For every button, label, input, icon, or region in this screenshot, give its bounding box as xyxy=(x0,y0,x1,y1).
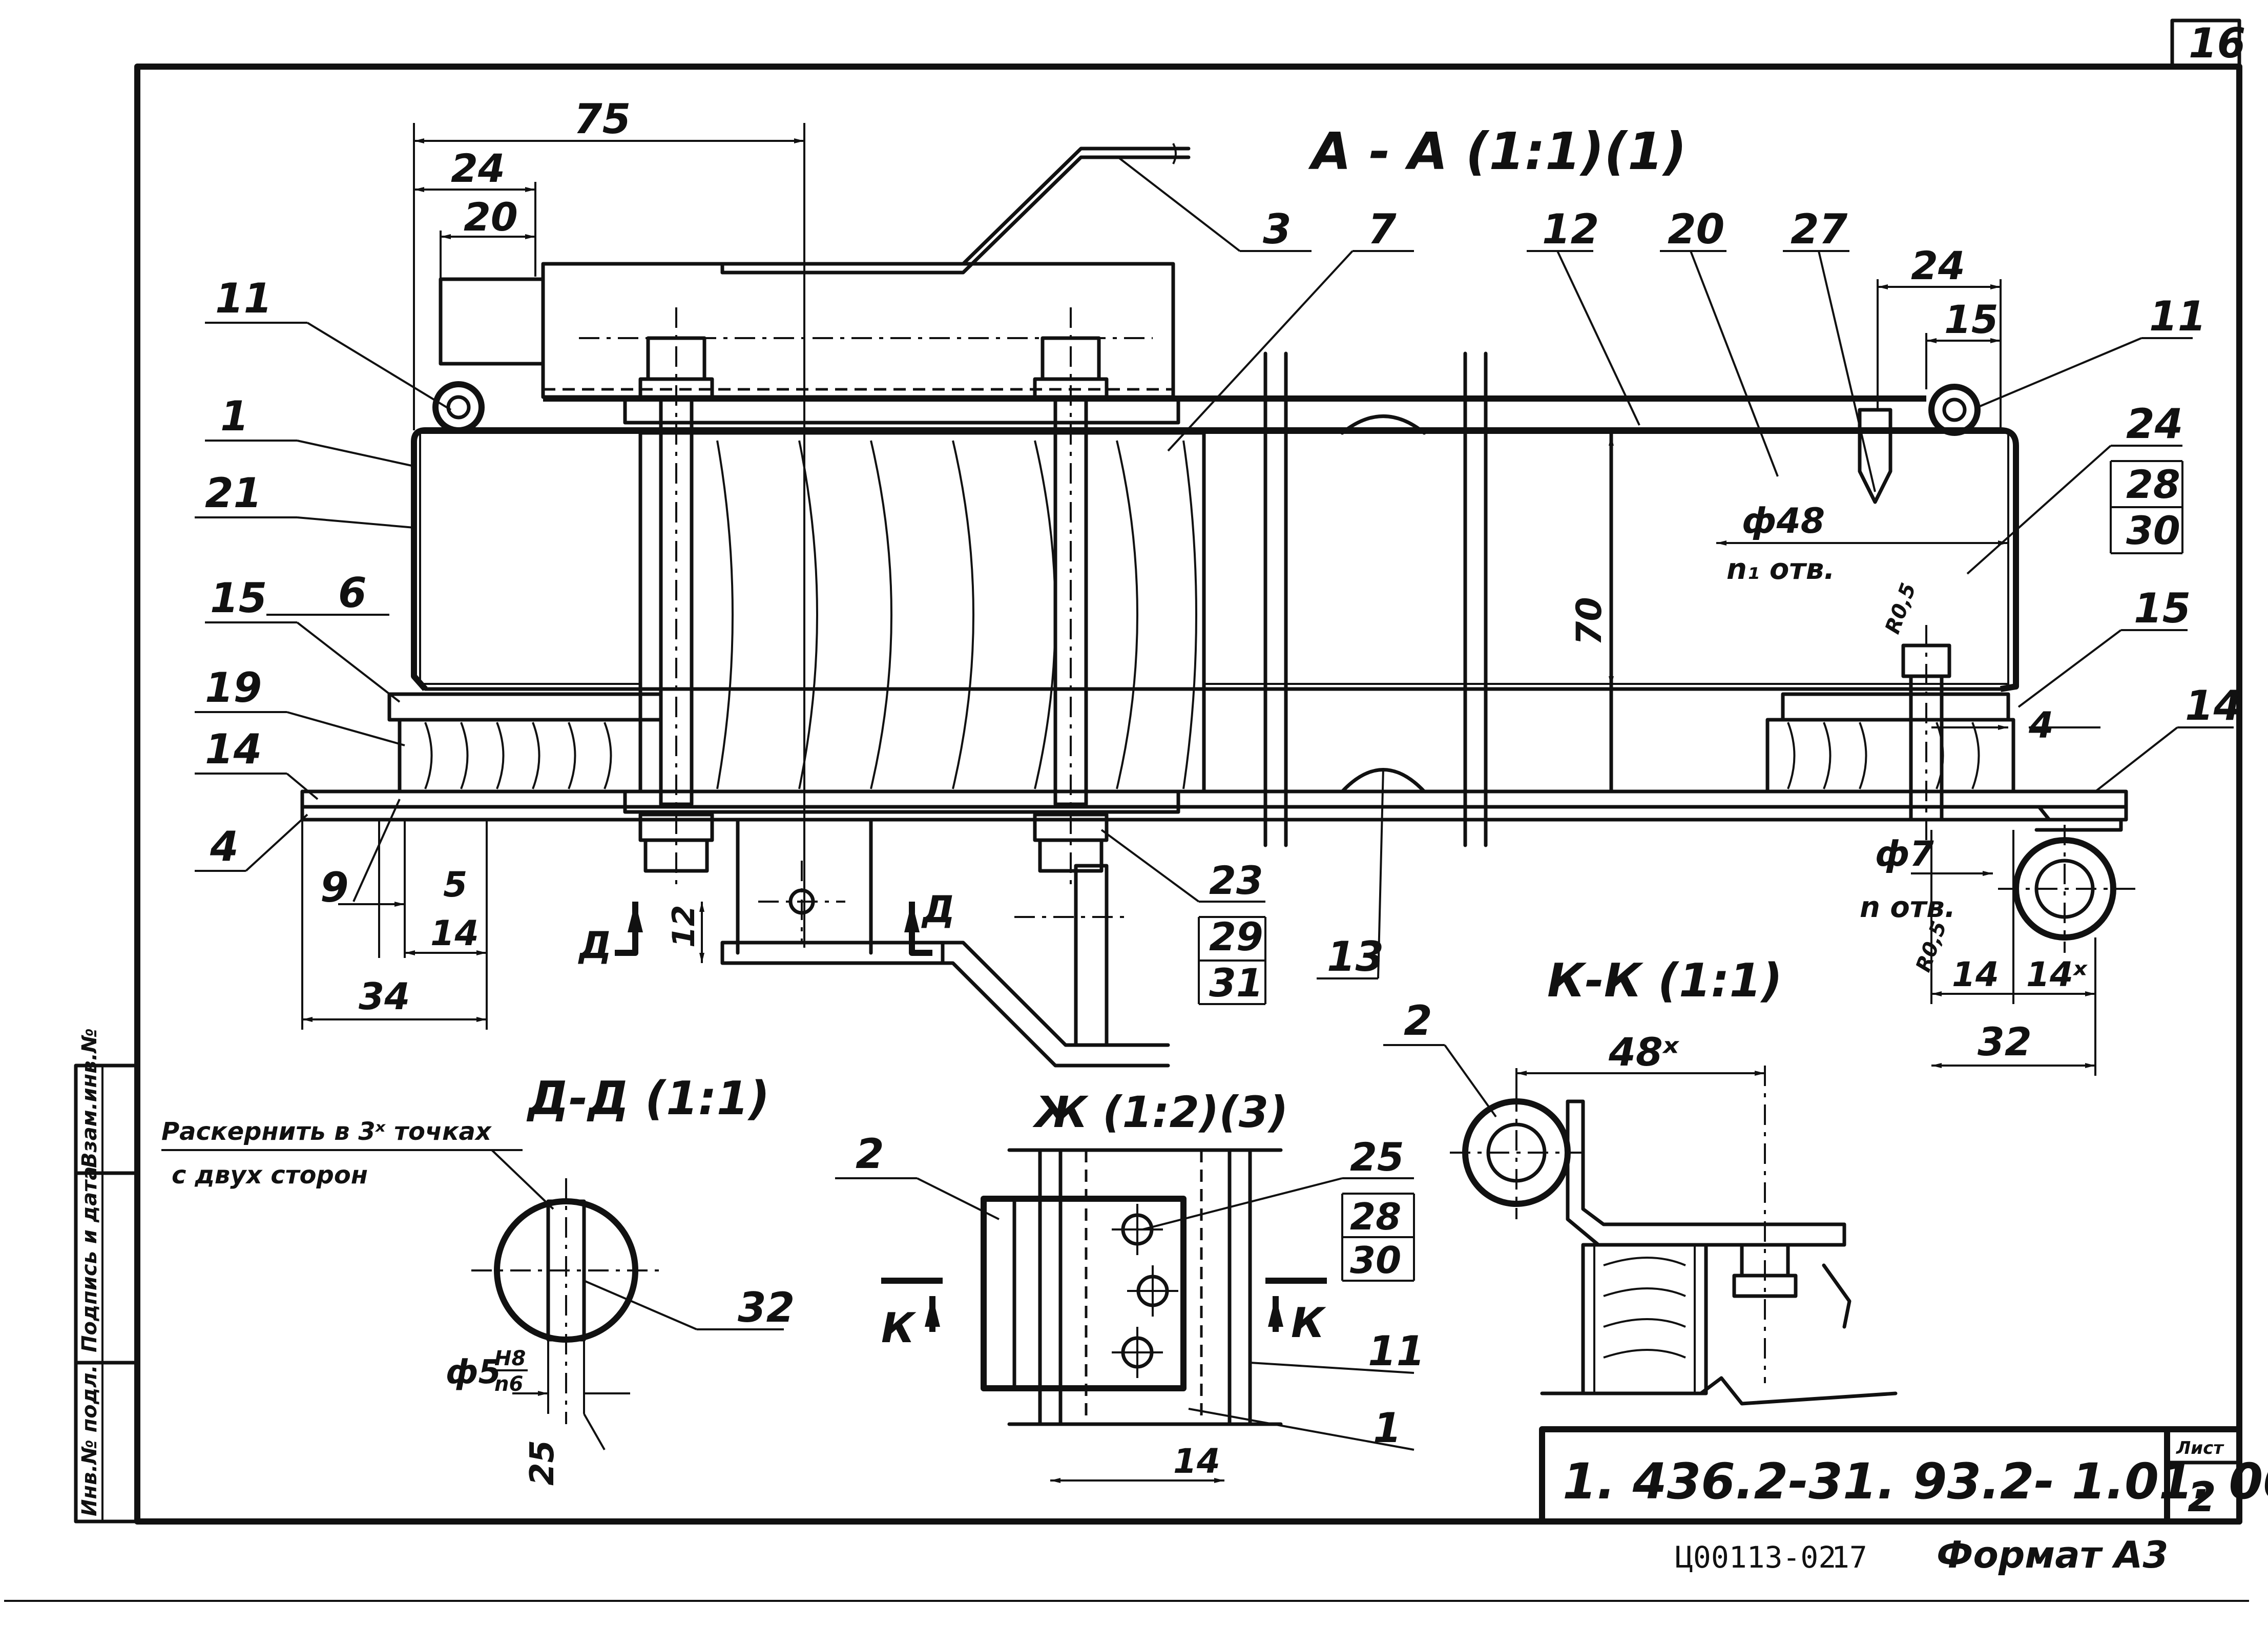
dim-n-holes: n отв. xyxy=(1860,891,1955,924)
note-punch-line2: с двух сторон xyxy=(172,1161,368,1190)
callout-27: 27 xyxy=(1791,205,1848,253)
list-label: Лист xyxy=(2176,1438,2224,1458)
view-zh-title: Ж (1:2)(3) xyxy=(1032,1087,1288,1137)
callout-14-left: 14 xyxy=(205,725,262,773)
stamp-inv-podl: Инв.№ подл. xyxy=(78,1365,101,1516)
callout-20: 20 xyxy=(1668,205,1724,253)
dim-70: 70 xyxy=(1569,597,1610,645)
callout-15-left: 15 xyxy=(210,574,267,622)
roughness-upper: R0,5 xyxy=(1881,580,1921,637)
callout-11-zh: 11 xyxy=(1368,1327,1425,1375)
callout-1-zh: 1 xyxy=(1373,1404,1402,1452)
cut-mark-k-right: К xyxy=(1291,1299,1326,1347)
format-label: Формат А3 xyxy=(1937,1533,2168,1576)
callout-14-right: 14 xyxy=(2185,682,2242,729)
dim-phi5: ф5 xyxy=(446,1353,501,1391)
section-d-d: Д-Д (1:1) Раскернить в 3ˣ точках с двух … xyxy=(161,1072,795,1486)
callout-2-zh: 2 xyxy=(856,1130,884,1178)
callout-15-right: 15 xyxy=(2134,585,2191,632)
dim-phi7: ф7 xyxy=(1875,834,1934,874)
cut-mark-k-left: К xyxy=(881,1304,917,1352)
document-code: 1. 436.2-31. 93.2- 1.01. 00. 00СБ xyxy=(1563,1453,2268,1510)
dim-20: 20 xyxy=(464,194,518,240)
callout-30-zh: 30 xyxy=(1350,1239,1401,1282)
section-dd-title: Д-Д (1:1) xyxy=(526,1072,770,1125)
dim-32: 32 xyxy=(1978,1019,2032,1065)
note-punch-line1: Раскернить в 3ˣ точках xyxy=(161,1117,492,1146)
dim-4-right: 4 xyxy=(2028,704,2054,746)
callout-1-left: 1 xyxy=(220,392,249,440)
callout-31: 31 xyxy=(1209,960,1263,1006)
dim-24-left: 24 xyxy=(451,145,505,191)
dim-75: 75 xyxy=(574,95,631,143)
cut-mark-d-left: Д xyxy=(578,924,612,967)
fit-upper: H8 xyxy=(494,1347,526,1370)
list-number: 2 xyxy=(2188,1473,2216,1521)
bolt-left xyxy=(638,307,714,891)
sheet-number-box: 16 xyxy=(2189,19,2245,67)
cut-mark-d-right: Д xyxy=(921,888,955,931)
callout-11-right: 11 xyxy=(2149,293,2206,340)
callout-21: 21 xyxy=(205,469,262,517)
callout-7: 7 xyxy=(1368,205,1397,253)
bolt-right xyxy=(1901,625,1951,850)
callout-4-left: 4 xyxy=(210,823,239,870)
dim-14-left: 14 xyxy=(430,913,479,954)
dim-14x: 14ˣ xyxy=(2026,955,2088,994)
callout-11-left: 11 xyxy=(215,275,272,322)
outer-frame xyxy=(4,18,2249,1602)
callout-19: 19 xyxy=(205,664,262,712)
dim-14-zh: 14 xyxy=(1173,1442,1220,1481)
sheet-number: 16 xyxy=(2189,19,2245,67)
side-stamp: Инв.№ подл. Подпись и дата Взам.инв.№ xyxy=(74,1028,139,1524)
callout-9: 9 xyxy=(320,864,349,911)
callout-2-kk: 2 xyxy=(1404,997,1432,1045)
dim-5: 5 xyxy=(443,865,467,905)
dim-34: 34 xyxy=(359,975,410,1018)
stamp-vzam-inv: Взам.инв.№ xyxy=(78,1028,101,1168)
callout-24-right: 24 xyxy=(2126,400,2183,448)
dim-24-right: 24 xyxy=(1911,243,1965,288)
dim-25: 25 xyxy=(524,1440,561,1486)
title-block: 1. 436.2-31. 93.2- 1.01. 00. 00СБ Лист 2 xyxy=(1539,1426,2268,1525)
section-aa-title: А - А (1:1)(1) xyxy=(1308,121,1687,181)
bolt-middle xyxy=(1033,307,1109,891)
archive-code: Ц00113-02 xyxy=(1675,1540,1836,1575)
callout-30-right: 30 xyxy=(2126,508,2180,553)
callout-28-zh: 28 xyxy=(1350,1195,1401,1238)
fit-lower: n6 xyxy=(494,1372,523,1396)
callout-13: 13 xyxy=(1327,933,1384,981)
callout-32: 32 xyxy=(738,1284,795,1331)
dim-48x: 48ˣ xyxy=(1608,1029,1680,1075)
callout-12: 12 xyxy=(1542,205,1599,253)
section-a-a: А - А (1:1)(1) xyxy=(195,95,2242,1076)
archive-number: 17 xyxy=(1832,1540,1867,1575)
callout-6: 6 xyxy=(338,569,367,617)
stamp-podpis-data: Подпись и дата xyxy=(78,1166,101,1352)
dim-phi48: ф48 xyxy=(1742,501,1825,541)
section-k-k: К-К (1:1) 48ˣ 2 xyxy=(1383,954,1898,1406)
callout-29: 29 xyxy=(1209,914,1263,959)
callout-28-right: 28 xyxy=(2126,462,2180,507)
callout-25: 25 xyxy=(1350,1134,1404,1180)
dim-15: 15 xyxy=(1944,297,1999,342)
dim-12: 12 xyxy=(666,905,702,948)
dim-n1-holes: n₁ отв. xyxy=(1726,553,1835,586)
roughness-lower: R0,5 xyxy=(1911,918,1951,975)
section-kk-title: К-К (1:1) xyxy=(1547,954,1782,1008)
callout-3: 3 xyxy=(1263,205,1292,253)
view-zh: Ж (1:2)(3) 14 К К 2 25 28 30 11 xyxy=(835,1087,1425,1483)
dim-14-bottom: 14 xyxy=(1952,955,1999,994)
callout-23: 23 xyxy=(1209,858,1263,903)
